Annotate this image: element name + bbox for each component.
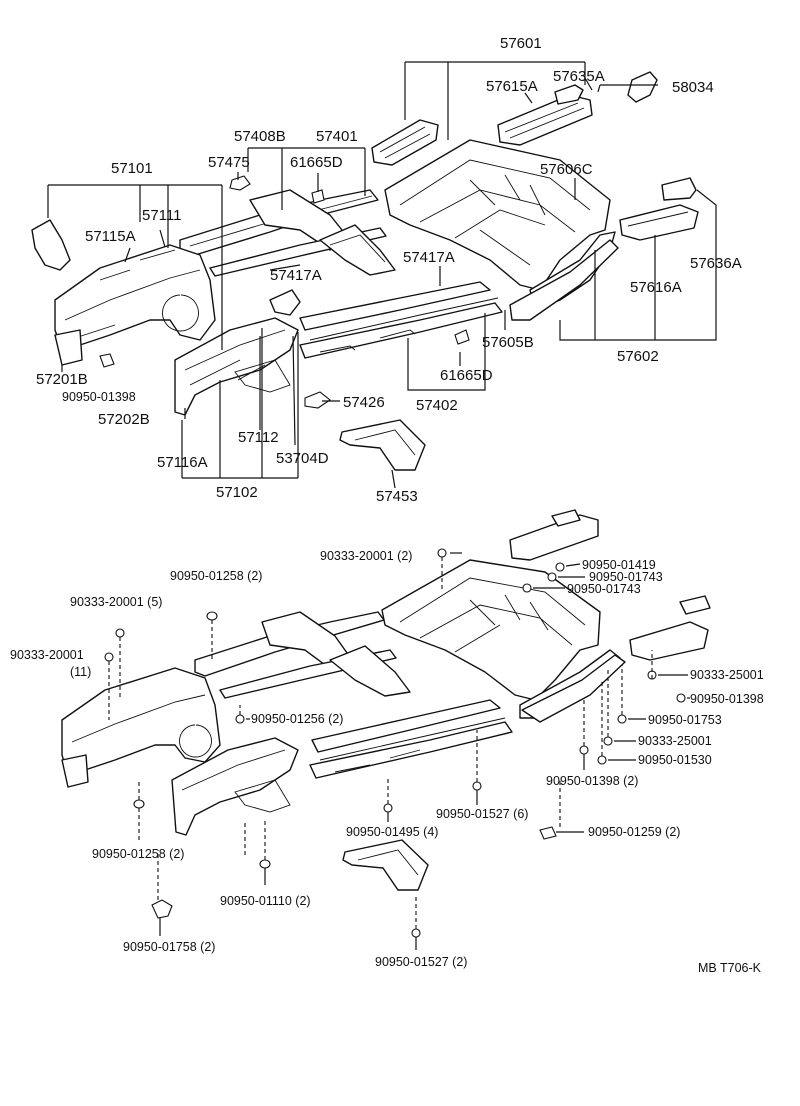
label-57601: 57601 <box>500 35 542 52</box>
label-90950-01398-right: 90950-01398 <box>690 692 764 706</box>
label-61665D-top: 61665D <box>290 154 343 171</box>
label-57453: 57453 <box>376 488 418 505</box>
label-61665D-bottom: 61665D <box>440 367 493 384</box>
label-90333-20001-5: 90333-20001 (5) <box>70 595 162 609</box>
label-57111: 57111 <box>142 207 182 224</box>
label-57102: 57102 <box>216 484 258 501</box>
label-90950-01419: 90950-01419 <box>582 558 656 572</box>
label-57402: 57402 <box>416 397 458 414</box>
label-57636A: 57636A <box>690 255 742 272</box>
label-90950-01743-b: 90950-01743 <box>567 582 641 596</box>
upper-labels: 57601 57615A 57635A 58034 57408B 57401 5… <box>36 35 742 505</box>
label-90950-01256-2: 90950-01256 (2) <box>251 712 343 726</box>
label-57606C: 57606C <box>540 161 593 178</box>
label-90950-01258-2-bottom: 90950-01258 (2) <box>92 847 184 861</box>
label-57605B: 57605B <box>482 334 534 351</box>
label-57115A: 57115A <box>85 228 136 245</box>
label-57116A: 57116A <box>157 454 208 471</box>
label-57408B: 57408B <box>234 128 286 145</box>
label-57615A: 57615A <box>486 78 538 95</box>
label-57101: 57101 <box>111 160 153 177</box>
label-90950-01110-2: 90950-01110 (2) <box>220 894 311 908</box>
label-90950-01259-2: 90950-01259 (2) <box>588 825 680 839</box>
label-57401: 57401 <box>316 128 358 145</box>
label-90950-01743-a: 90950-01743 <box>589 570 663 584</box>
label-90950-01753: 90950-01753 <box>648 713 722 727</box>
label-90950-01398-2: 90950-01398 (2) <box>546 774 638 788</box>
label-90950-01398-upper: 90950-01398 <box>62 390 136 404</box>
label-57616A: 57616A <box>630 279 682 296</box>
lower-leader-lines <box>108 552 690 950</box>
label-90333-20001-11a: 90333-20001 <box>10 648 84 662</box>
label-57475: 57475 <box>208 154 250 171</box>
label-90333-25001-a: 90333-25001 <box>690 668 764 682</box>
upper-part-shapes <box>31 71 699 471</box>
rear-floor-pan-shape <box>384 139 611 291</box>
label-90950-01495-4: 90950-01495 (4) <box>346 825 438 839</box>
upper-leader-lines <box>47 61 717 489</box>
label-57602: 57602 <box>617 348 659 365</box>
label-57202B: 57202B <box>98 411 150 428</box>
label-57635A: 57635A <box>553 68 605 85</box>
label-53704D: 53704D <box>276 450 329 467</box>
label-57201B: 57201B <box>36 371 88 388</box>
label-90950-01527-2: 90950-01527 (2) <box>375 955 467 969</box>
label-57417A-left: 57417A <box>270 267 322 284</box>
label-57417A-right: 57417A <box>403 249 455 266</box>
lower-fasteners <box>104 548 686 938</box>
label-90950-01527-6: 90950-01527 (6) <box>436 807 528 821</box>
lower-part-shapes <box>61 509 711 891</box>
lower-labels: 90333-20001 (2) 90950-01419 90950-01743 … <box>10 549 764 969</box>
diagram-code: MB T706-K <box>698 961 762 975</box>
label-57112: 57112 <box>238 429 279 446</box>
label-90950-01758-2: 90950-01758 (2) <box>123 940 215 954</box>
label-90950-01258-2-top: 90950-01258 (2) <box>170 569 262 583</box>
label-90950-01530: 90950-01530 <box>638 753 712 767</box>
label-90333-20001-2: 90333-20001 (2) <box>320 549 412 563</box>
label-90333-20001-11b: (11) <box>70 665 91 679</box>
label-90333-25001-b: 90333-25001 <box>638 734 712 748</box>
label-57426: 57426 <box>343 394 385 411</box>
label-58034: 58034 <box>672 79 714 96</box>
